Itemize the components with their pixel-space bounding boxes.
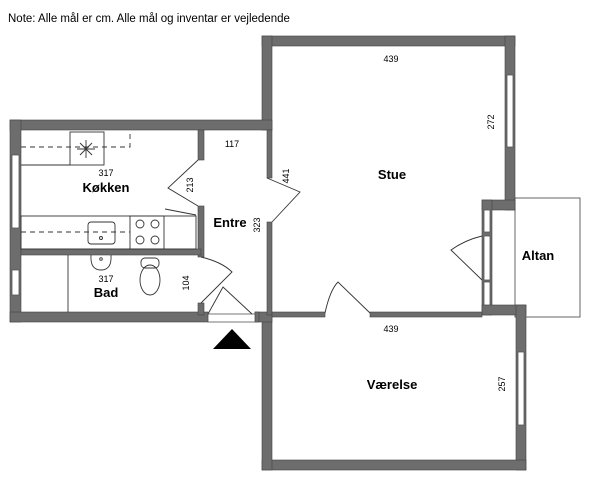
dim-bath: 317 [98, 274, 113, 284]
room-label-kitchen: Køkken [83, 180, 130, 195]
altan-door-glass-bottom [483, 281, 491, 306]
kitchen-window [11, 154, 20, 229]
entrance-threshold [207, 313, 256, 323]
ceiling-light-icon [77, 140, 95, 158]
room-label-bath: Bad [94, 285, 119, 300]
dim-kitchen-2: 213 [185, 177, 195, 192]
room-label-altan: Altan [522, 248, 555, 263]
plan-note: Note: Alle mål er cm. Alle mål og invent… [8, 13, 290, 25]
entrance-arrow-icon [213, 329, 251, 349]
stue-window [506, 74, 514, 148]
dim-vaerelse-2: 257 [497, 376, 507, 391]
balcony-outline [514, 197, 581, 318]
room-label-entre: Entre [213, 215, 246, 230]
dim-stue-3: 441 [281, 168, 291, 183]
toilet-icon [139, 264, 161, 296]
vaerelse-window [517, 351, 525, 426]
doors [164, 159, 483, 315]
dim-entre-2: 323 [252, 217, 262, 232]
dim-vaerelse: 439 [383, 324, 398, 334]
kitchen-fixtures [20, 131, 197, 250]
dim-stue-2: 272 [486, 114, 496, 129]
room-label-stue: Stue [378, 167, 406, 182]
room-label-vaerelse: Værelse [367, 377, 418, 392]
walls [9, 35, 527, 471]
dim-stue: 439 [383, 54, 398, 64]
dim-kitchen: 317 [98, 168, 113, 178]
dim-bath-2: 104 [181, 275, 191, 290]
sink-icon [87, 221, 116, 245]
stove-icon [129, 215, 165, 250]
washbasin-icon [90, 254, 112, 271]
altan-door-glass-top [483, 209, 491, 233]
bath-window [11, 269, 20, 296]
dim-entre: 117 [225, 139, 239, 149]
bath-fixtures [67, 254, 161, 312]
